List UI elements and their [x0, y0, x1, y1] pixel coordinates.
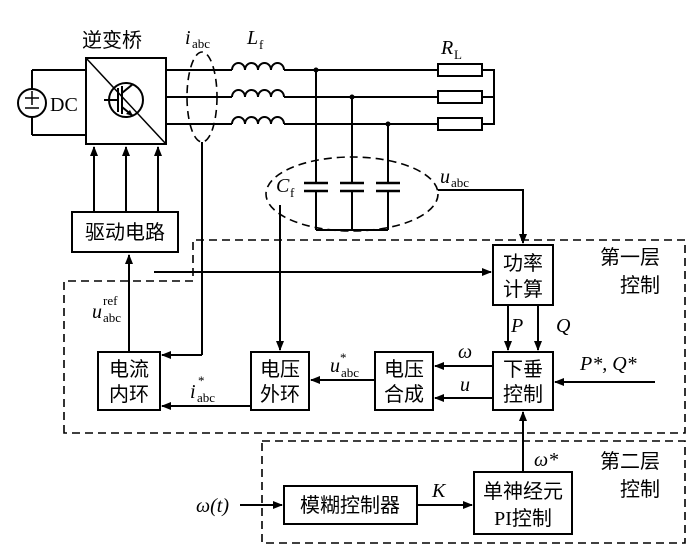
svg-text:电压: 电压 — [260, 358, 300, 381]
svg-text:*: * — [340, 350, 347, 365]
svg-text:控制: 控制 — [503, 383, 543, 406]
p-label: P — [510, 315, 523, 337]
svg-text:计算: 计算 — [503, 278, 543, 301]
neuron-pi-block — [473, 471, 573, 535]
layer1-label-2: 控制 — [620, 274, 660, 297]
uabc-ref-label: u — [92, 301, 102, 323]
svg-text:下垂: 下垂 — [503, 358, 543, 381]
svg-text:*: * — [198, 373, 205, 388]
svg-text:L: L — [454, 47, 462, 62]
driver-label: 驱动电路 — [85, 221, 165, 244]
voltage-sensor — [265, 156, 439, 232]
layer1-label-1: 第一层 — [600, 246, 660, 269]
cf-label: C — [276, 175, 290, 197]
svg-text:外环: 外环 — [260, 383, 300, 406]
voltage-synthesis-block — [374, 351, 434, 411]
pq-ref-label: P*, Q* — [579, 353, 637, 375]
omega-t-label: ω(t) — [196, 495, 229, 517]
svg-text:ref: ref — [103, 293, 118, 308]
three-phase-lines — [166, 62, 495, 131]
svg-text:abc: abc — [197, 390, 215, 405]
svg-text:电压: 电压 — [384, 358, 424, 381]
layer1-region — [63, 239, 686, 434]
inverter-label: 逆变桥 — [82, 29, 142, 52]
voltage-outer-loop-block — [250, 351, 310, 411]
svg-text:功率: 功率 — [503, 252, 543, 275]
layer2-label-1: 第二层 — [600, 450, 660, 473]
layer2-region — [261, 440, 686, 544]
svg-text:模糊控制器: 模糊控制器 — [300, 494, 400, 517]
driver-circuit-block — [71, 211, 179, 253]
uabc-star-label: u — [330, 355, 340, 377]
layer2-label-2: 控制 — [620, 478, 660, 501]
svg-text:abc: abc — [192, 36, 210, 51]
svg-text:f: f — [259, 37, 264, 52]
omega-label: ω — [458, 341, 472, 363]
lf-label: L — [246, 27, 258, 49]
inverter-bridge — [85, 57, 167, 145]
iabc-star-label: i — [190, 381, 196, 403]
svg-text:合成: 合成 — [384, 383, 424, 406]
svg-text:abc: abc — [103, 310, 121, 325]
svg-text:PI控制: PI控制 — [494, 507, 552, 530]
dc-label: DC — [50, 94, 78, 116]
uabc-label: u — [440, 166, 450, 188]
svg-text:内环: 内环 — [109, 383, 149, 406]
current-sensor — [186, 51, 218, 143]
u-label: u — [460, 374, 470, 396]
filter-capacitors — [304, 67, 400, 231]
rl-label: R — [440, 37, 453, 59]
power-calc-block — [492, 244, 554, 306]
svg-text:abc: abc — [451, 175, 469, 190]
svg-text:abc: abc — [341, 365, 359, 380]
svg-text:电流: 电流 — [109, 358, 149, 381]
dc-source — [17, 69, 86, 136]
svg-text:单神经元: 单神经元 — [483, 480, 563, 503]
fuzzy-controller-block — [283, 485, 418, 525]
svg-text:f: f — [290, 185, 295, 200]
current-inner-loop-block — [97, 351, 161, 411]
droop-control-block — [492, 351, 554, 411]
q-label: Q — [556, 315, 571, 337]
k-label: K — [431, 480, 447, 502]
omega-star-label: ω* — [534, 449, 558, 471]
iabc-label: i — [185, 27, 191, 49]
